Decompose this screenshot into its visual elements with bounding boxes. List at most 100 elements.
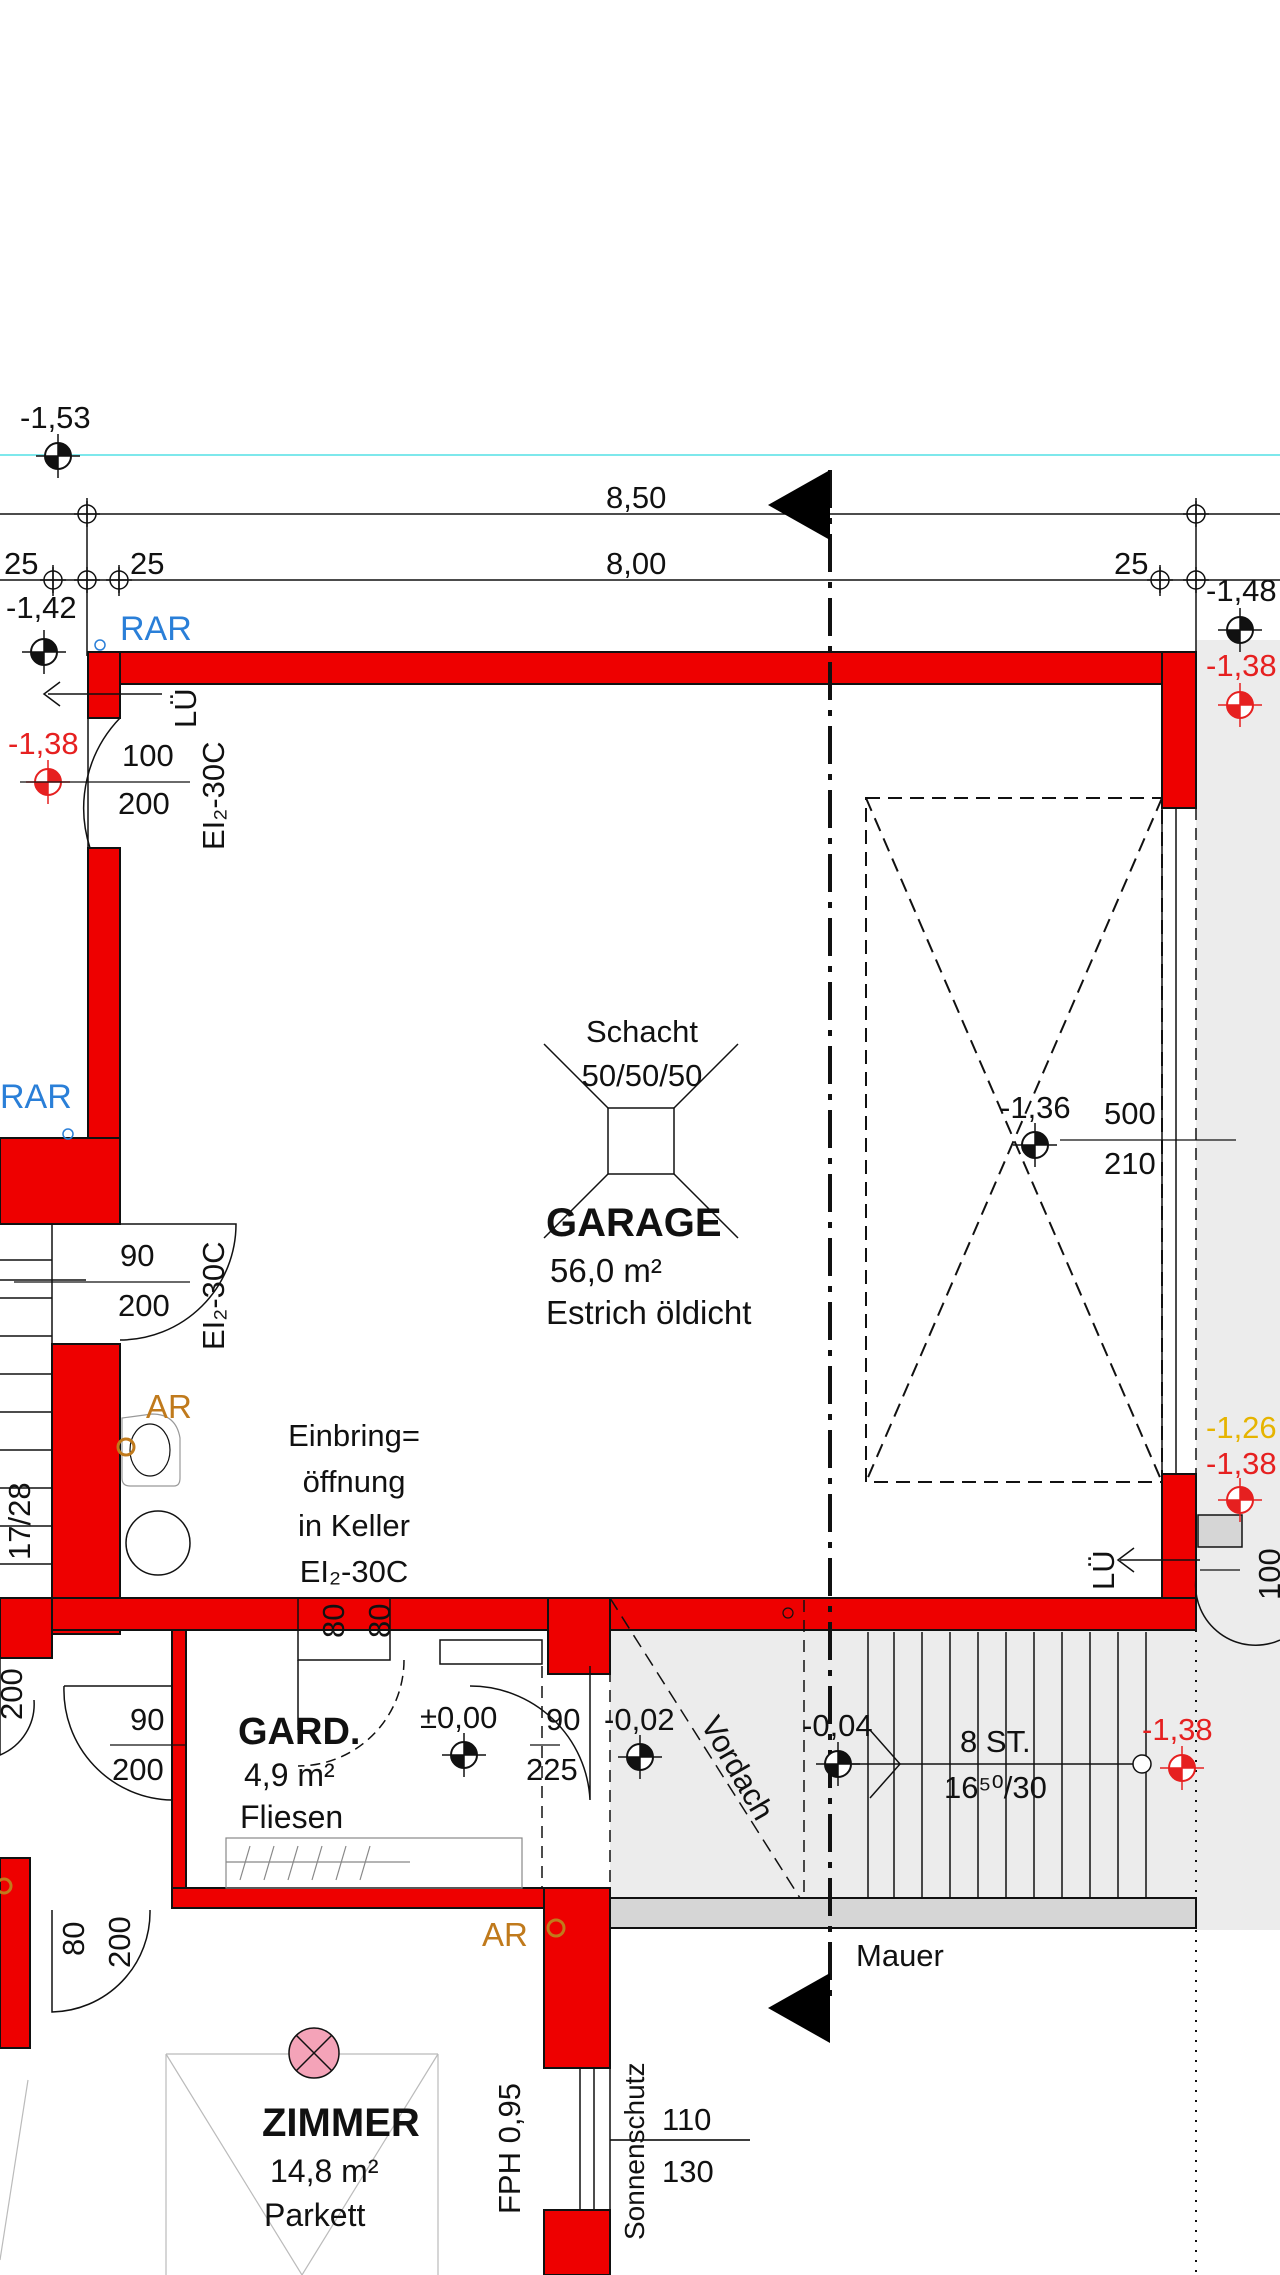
stair-count: 8 ST. [960,1724,1031,1759]
level-label: -0,04 [802,1708,873,1743]
door-rating: EI₂-30C [196,741,231,850]
dimension-tick-icon [1182,500,1210,528]
door-width: 80 [56,1922,91,1956]
fph-label: FPH 0,95 [492,2083,527,2214]
ar-icon [546,1918,566,1938]
lu-label: LÜ [168,688,203,728]
stairs [838,1632,1147,1898]
room-area-zimmer: 14,8 m² [270,2153,379,2189]
door-rating: EI₂-30C [196,1241,231,1350]
door-width: 90 [120,1238,154,1273]
door-dimension-lines [14,781,1240,2141]
door-width: 100 [122,738,174,773]
section-marker-icon [768,1973,830,2043]
level-marker-icon [35,433,81,479]
level-label: -1,36 [1000,1090,1071,1125]
lu-arrow-icon [1116,1547,1135,1573]
lu-arrow-icon [42,681,61,707]
door-height: 200 [118,1288,170,1323]
sink-icon [121,1413,181,1487]
dimension-tick-icon [105,566,133,594]
window-height: 130 [662,2154,714,2189]
mauer-label: Mauer [856,1938,944,1973]
door-swings [51,717,1280,2013]
left-stair-ratio: 17/28 [2,1482,37,1560]
einbring-label: in Keller [298,1508,410,1543]
level-label: -1,38 [1142,1712,1213,1747]
section-marker-icon [768,470,830,540]
garage-door-height: 210 [1104,1146,1156,1181]
bench [225,1837,523,1889]
room-floor-zimmer: Parkett [264,2197,365,2233]
level-label: -1,38 [1206,1446,1277,1481]
level-label: -1,48 [1206,573,1277,608]
door-width: 90 [546,1702,580,1737]
room-name-zimmer: ZIMMER [262,2101,420,2145]
ar-icon [0,1877,13,1895]
shaft-symbol [543,1043,739,1239]
step-block [1197,1514,1243,1548]
ar-label: AR [482,1916,528,1953]
level-marker-icon [441,1732,487,1778]
dimension-tick-icon [1146,566,1174,594]
shaft-label: Schacht [586,1014,698,1049]
rar-label: RAR [0,1078,72,1116]
room-floor-garage: Estrich öldicht [546,1294,751,1331]
door-height: 200 [112,1752,164,1787]
stair-end-icon [1132,1754,1152,1774]
dimension-label: 8,50 [606,480,666,515]
dimension-label: 25 [130,546,164,581]
left-stair-dimension: 200 [0,1668,29,1720]
dimension-tick-icon [73,566,101,594]
level-label: -0,02 [604,1702,675,1737]
dimension-label: 25 [4,546,38,581]
dimension-tick-icon [73,500,101,528]
einbring-label: Einbring= [288,1418,420,1453]
door-width: 90 [130,1702,164,1737]
level-label: -1,38 [1206,648,1277,683]
door-swing [0,1658,35,1756]
rar-icon [62,1128,74,1140]
opening-dimension: 80 [316,1604,351,1638]
shaft-size: 50/50/50 [582,1058,703,1093]
marker-icon [782,1607,794,1619]
stair-ratio: 16⁵⁰/30 [944,1770,1047,1805]
room-name-garage: GARAGE [546,1201,722,1245]
einbring-rating: EI₂-30C [300,1554,409,1589]
lu-label: LÜ [1086,1550,1121,1590]
walls [0,651,1197,2275]
bed-outline [0,2053,439,2275]
dimension-label: 25 [1114,546,1148,581]
level-label: -1,38 [8,726,79,761]
level-marker-icon [1012,1122,1058,1168]
labels: -1,53 -1,42 -1,48 -1,38 -1,38 -1,26 -1,3… [0,400,1280,2240]
room-area-gard: 4,9 m² [244,1757,335,1793]
opening-frame [297,1597,391,1661]
door-height: 200 [118,786,170,821]
sonnenschutz-label: Sonnenschutz [619,2063,650,2240]
opening-dimension: 80 [362,1604,397,1638]
level-label: -1,53 [20,400,91,435]
left-stairs [0,1224,86,1565]
door-height: 200 [102,1916,137,1968]
rar-label: RAR [120,610,192,648]
garage-door-width: 500 [1104,1096,1156,1131]
level-label: -1,42 [6,590,77,625]
ar-label: AR [146,1388,192,1425]
level-label: ±0,00 [420,1700,497,1735]
room-name-gard: GARD. [238,1711,360,1753]
wall-niche [439,1639,543,1665]
vent-icon [288,2027,340,2079]
vordach-line [609,1597,801,1899]
level-marker-icon [21,629,67,675]
level-label: -1,26 [1206,1410,1277,1445]
ar-icon [116,1437,136,1457]
room-area-garage: 56,0 m² [550,1252,662,1289]
dimension-label: 8,00 [606,546,666,581]
einbring-label: öffnung [303,1464,406,1499]
room-floor-gard: Fliesen [240,1799,343,1835]
rar-icon [94,639,106,651]
door-width: 100 [1252,1548,1280,1600]
door-height: 225 [526,1752,578,1787]
